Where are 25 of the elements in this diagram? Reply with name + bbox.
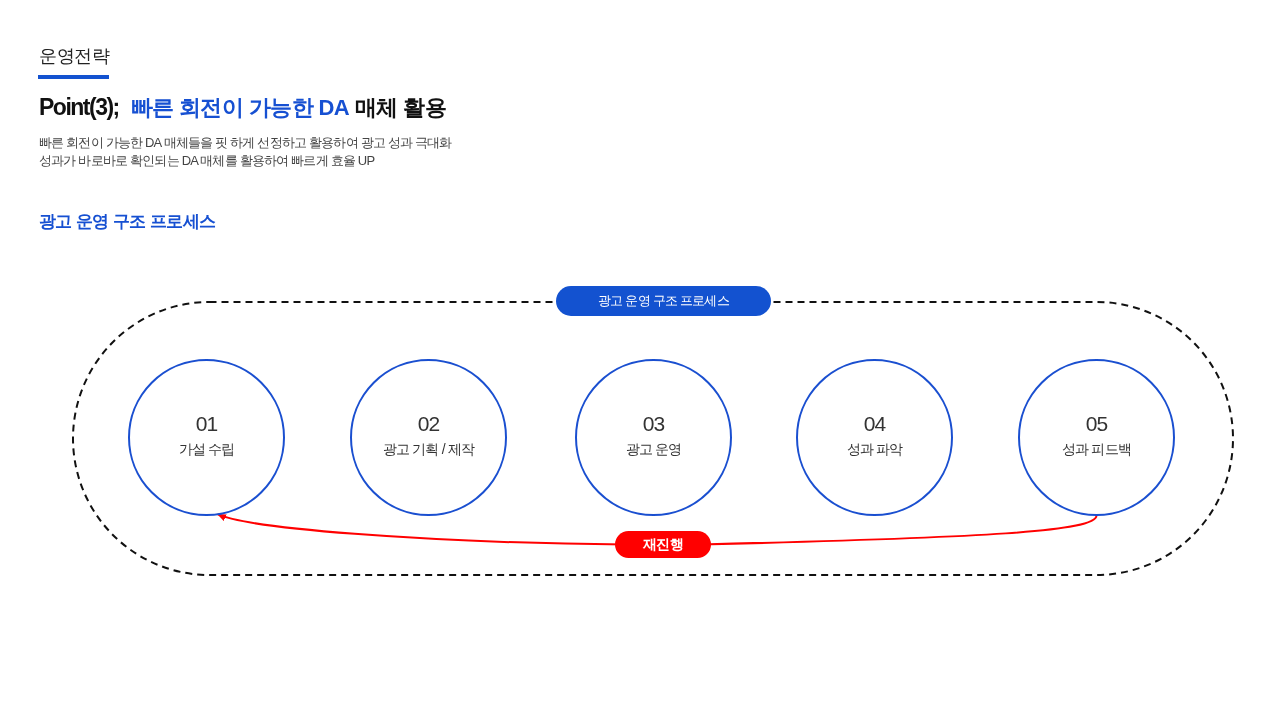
step-label: 광고 기획 / 제작 [382,439,475,458]
heading-keyword: 빠른 회전이 가능한 DA [130,94,350,122]
step-circle [575,359,732,516]
step-number: 02 [417,411,440,436]
step-number: 01 [195,411,218,436]
step-number: 04 [863,411,886,436]
section-title: 광고 운영 구조 프로세스 [39,211,216,233]
frame-title-tag: 광고 운영 구조 프로세스 [556,286,771,316]
section-tab-label: 운영전략 [39,45,109,67]
description-line: 성과가 바로바로 확인되는 DA 매체를 활용하여 빠르게 효율 UP [39,152,375,170]
step-label: 성과 피드백 [1061,439,1132,458]
edge-label: 재진행 [615,531,711,558]
step-label: 가설 수립 [178,439,235,458]
description-line: 빠른 회전이 가능한 DA 매체들을 핏 하게 선정하고 활용하여 광고 성과 극대화 [39,134,452,152]
step-label: 광고 운영 [625,439,682,458]
step-circle [128,359,285,516]
step-circle [1018,359,1175,516]
step-circle [350,359,507,516]
step-number: 05 [1085,411,1108,436]
heading-lead: Point(3); [39,94,119,121]
step-label: 성과 파악 [846,439,903,458]
step-number: 03 [642,411,665,436]
step-circle [796,359,953,516]
return-arrow [216,513,1098,546]
heading-text: 매체 활용 [355,94,447,122]
